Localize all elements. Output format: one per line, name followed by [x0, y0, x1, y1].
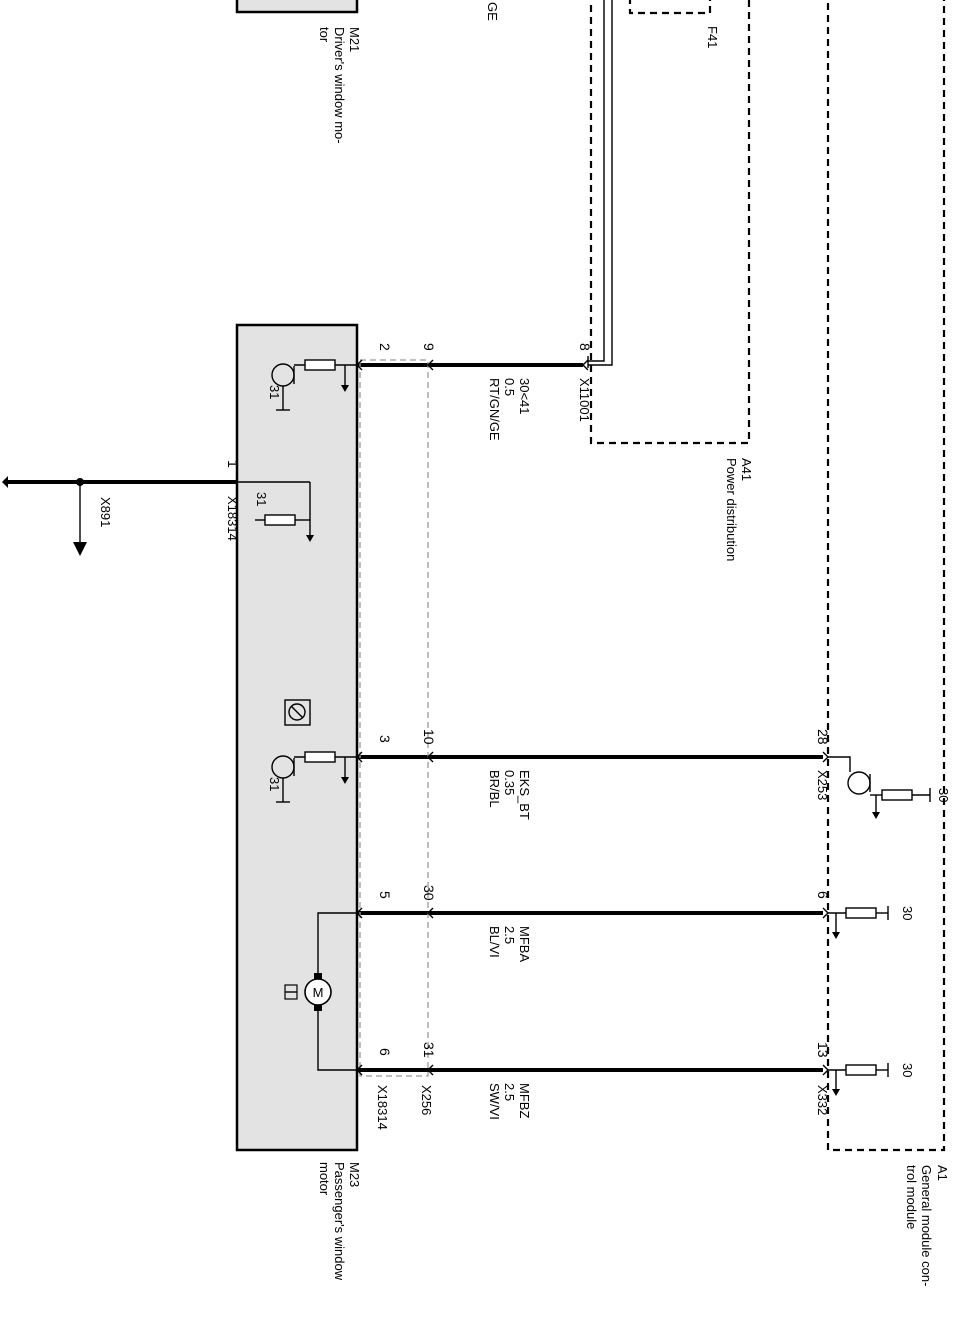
m23-motor-box [235, 323, 359, 1152]
arrow-down-icon [73, 542, 87, 556]
resistor-icon [304, 751, 336, 763]
resistor-icon [304, 359, 336, 371]
svg-text:M: M [313, 985, 324, 1000]
wire-0-gauge: 0.5 [502, 378, 517, 396]
a1-module-box [826, 0, 946, 1152]
pin-a1-d: 13 [815, 1042, 831, 1058]
a41-id: A41 [739, 458, 754, 481]
wire-2-gauge: 2.5 [502, 926, 517, 944]
connector-x891: X891 [98, 497, 113, 527]
m23-name-line1: Passenger's window [332, 1162, 347, 1281]
pin-x256-d: 31 [421, 1042, 437, 1058]
connector-x332: X332 [815, 1085, 830, 1115]
m23-id: M23 [347, 1162, 362, 1187]
m21-id: M21 [347, 27, 362, 52]
m23-terminal-31-a: 31 [267, 385, 282, 399]
pin-x256-c: 30 [421, 885, 437, 901]
resistor-icon [845, 907, 877, 919]
top-partial-label: GE [485, 2, 500, 21]
pin-a41-a: 8 [577, 343, 593, 351]
ground-icon [832, 1089, 840, 1096]
connector-x11001: X11001 [577, 378, 592, 422]
x256-connector-outline [359, 359, 429, 1077]
a1-name-line2: trol module [904, 1165, 919, 1229]
motor-icon: M [284, 973, 332, 1011]
wire-0-signal: 30<41 [517, 378, 532, 415]
wire-3-gauge: 2.5 [502, 1083, 517, 1101]
wire-1-color: BR/BL [487, 770, 502, 808]
a1-id: A1 [935, 1165, 950, 1181]
hall-sensor-icon [284, 699, 311, 726]
wire-2-color: BL/VI [487, 926, 502, 958]
wire-0-color: RT/GN/GE [487, 378, 502, 441]
wire-3-color: SW/VI [487, 1083, 502, 1120]
pin-m23-a: 2 [377, 343, 393, 351]
a1-terminal-30-c: 30 [900, 1063, 915, 1077]
wire-1-signal: EKS_BT [517, 770, 532, 820]
connector-x18314-bottom: X18314 [375, 1085, 390, 1130]
resistor-icon [264, 514, 296, 526]
ground-icon [341, 385, 349, 392]
wire-2-signal: MFBA [517, 926, 532, 962]
m21-motor-box [235, 0, 359, 14]
wire-3-signal: MFBZ [517, 1083, 532, 1118]
wire-1-gauge: 0.35 [502, 770, 517, 795]
pin-x256-b: 10 [421, 729, 437, 745]
connector-x18314-top: X18314 [225, 496, 240, 541]
pin-m23-d: 6 [377, 1048, 393, 1056]
ground-icon [341, 777, 349, 784]
m23-terminal-31-c: 31 [267, 777, 282, 791]
pin-x256-a: 9 [421, 343, 437, 351]
pin-a1-c: 6 [815, 891, 831, 899]
a1-name-line1: General module con- [919, 1165, 934, 1286]
ground-icon [832, 932, 840, 939]
transistor-icon [828, 756, 882, 796]
pin-m23-ground: 1 [225, 460, 241, 468]
a41-name: Power distribution [724, 458, 739, 561]
m21-name-line1: Driver's window mo- [332, 27, 347, 144]
ground-icon [872, 812, 880, 819]
m23-name-line2: motor [317, 1162, 332, 1196]
f41-fuse-box [628, 0, 712, 15]
a41-power-distribution-box [589, 0, 751, 445]
pin-a1-b: 28 [815, 729, 831, 745]
resistor-icon [881, 789, 913, 801]
a41-internal-feed [588, 0, 613, 366]
m21-name-line2: tor [317, 27, 332, 43]
resistor-icon [845, 1064, 877, 1076]
m23-terminal-31-b: 31 [254, 492, 269, 506]
pin-m23-b: 3 [377, 735, 393, 743]
connector-x256: X256 [419, 1085, 434, 1115]
ground-icon [306, 535, 314, 542]
pin-m23-c: 5 [377, 891, 393, 899]
connector-x253: X253 [815, 770, 830, 800]
f41-id: F41 [705, 26, 720, 48]
a1-terminal-30-a: 30 [936, 788, 951, 802]
a1-terminal-30-b: 30 [900, 906, 915, 920]
